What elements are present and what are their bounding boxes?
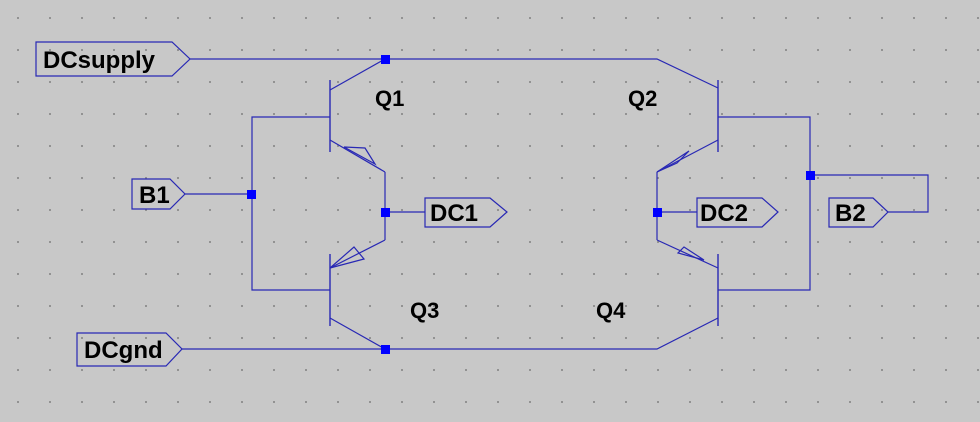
junction-b1 [247,190,256,199]
wire-dcgnd-rail [182,317,719,350]
label-q2: Q2 [628,86,657,111]
junction-dc2 [653,208,662,217]
label-dcsupply: DCsupply [43,47,156,74]
junction-dcgnd [381,345,390,354]
label-b1: B1 [139,182,170,209]
junction-dcsupply [381,55,390,64]
label-q4: Q4 [596,298,626,323]
flag-dc1[interactable] [424,197,508,228]
wire-q3-emitter [329,317,386,350]
label-q1: Q1 [375,86,404,111]
transistor-q4[interactable] [656,239,719,326]
junction-b2 [806,171,815,180]
flag-dc2[interactable] [696,197,779,228]
wire-b2-loop [810,174,929,213]
label-dc1: DC1 [430,200,478,227]
transistor-q2[interactable] [656,80,719,173]
wires [182,58,929,350]
flag-dcgnd[interactable] [76,332,183,367]
transistor-q1[interactable] [329,80,386,173]
wire-b1-bases [251,116,330,291]
wire-b2-bases [718,116,811,291]
wire-q1-collector [329,58,386,91]
label-q3: Q3 [410,298,439,323]
wire-dcsupply-rail [190,58,719,89]
label-b2: B2 [835,200,866,227]
transistor-q3[interactable] [329,239,386,326]
label-dcgnd: DCgnd [84,337,163,364]
flag-b1[interactable] [131,178,186,210]
flag-b2[interactable] [828,197,889,228]
label-dc2: DC2 [700,200,748,227]
flag-dcsupply[interactable] [35,41,191,77]
junction-dc1 [381,208,390,217]
